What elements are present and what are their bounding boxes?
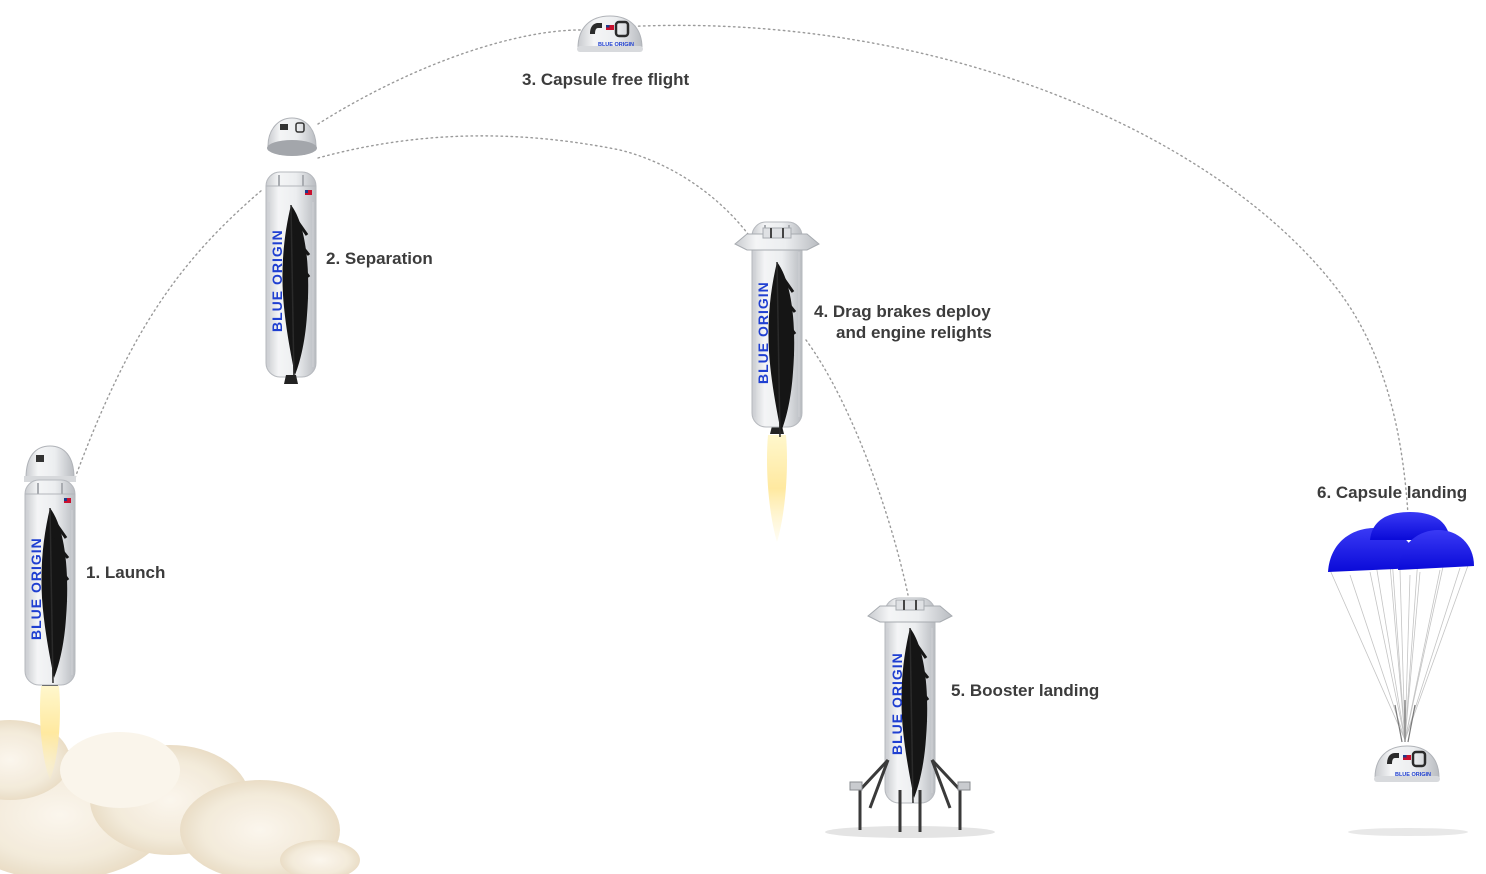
- booster-brand-text-1: BLUE ORIGIN: [28, 537, 44, 640]
- step-label-drag-brakes: 4. Drag brakes deploy and engine relight…: [814, 301, 992, 343]
- rocket-icon: BLUE ORIGIN: [734, 221, 820, 542]
- trajectory-booster-descent: [805, 339, 909, 596]
- step-label-capsule-landing: 6. Capsule landing: [1317, 483, 1468, 502]
- trajectory-booster-arc: [317, 135, 759, 249]
- step-label-capsule-free-flight: 3. Capsule free flight: [522, 70, 690, 89]
- flame-icon: [767, 435, 787, 542]
- capsule-icon: [267, 117, 317, 156]
- flame-icon: [40, 686, 60, 780]
- step-label-drag-brakes-line2: and engine relights: [836, 323, 992, 342]
- rocket-icon: BLUE ORIGIN: [265, 171, 317, 384]
- step-label-launch: 1. Launch: [86, 563, 166, 582]
- capsule-icon: BLUE ORIGIN: [1372, 744, 1442, 784]
- booster-brand-text-2: BLUE ORIGIN: [269, 229, 285, 332]
- trajectory-capsule-arc: [317, 24, 1409, 516]
- step-label-drag-brakes-line1: 4. Drag brakes deploy: [814, 302, 991, 321]
- booster-brand-text-3: BLUE ORIGIN: [755, 281, 771, 384]
- step-label-booster-landing: 5. Booster landing: [951, 681, 1100, 700]
- step-label-separation: 2. Separation: [326, 249, 433, 268]
- capsule-icon: BLUE ORIGIN: [575, 14, 645, 54]
- capsule-brand-text-2: BLUE ORIGIN: [1395, 772, 1431, 778]
- trajectory-paths: [74, 24, 1409, 596]
- parachute-icon: [1328, 512, 1474, 743]
- booster-brand-text-4: BLUE ORIGIN: [889, 652, 905, 755]
- trajectory-ascent: [74, 189, 263, 479]
- rocket-icon: BLUE ORIGIN: [24, 445, 76, 780]
- rocket-icon: BLUE ORIGIN: [825, 597, 995, 838]
- smoke-cloud-icon: [0, 720, 360, 874]
- capsule-brand-text-1: BLUE ORIGIN: [598, 42, 634, 48]
